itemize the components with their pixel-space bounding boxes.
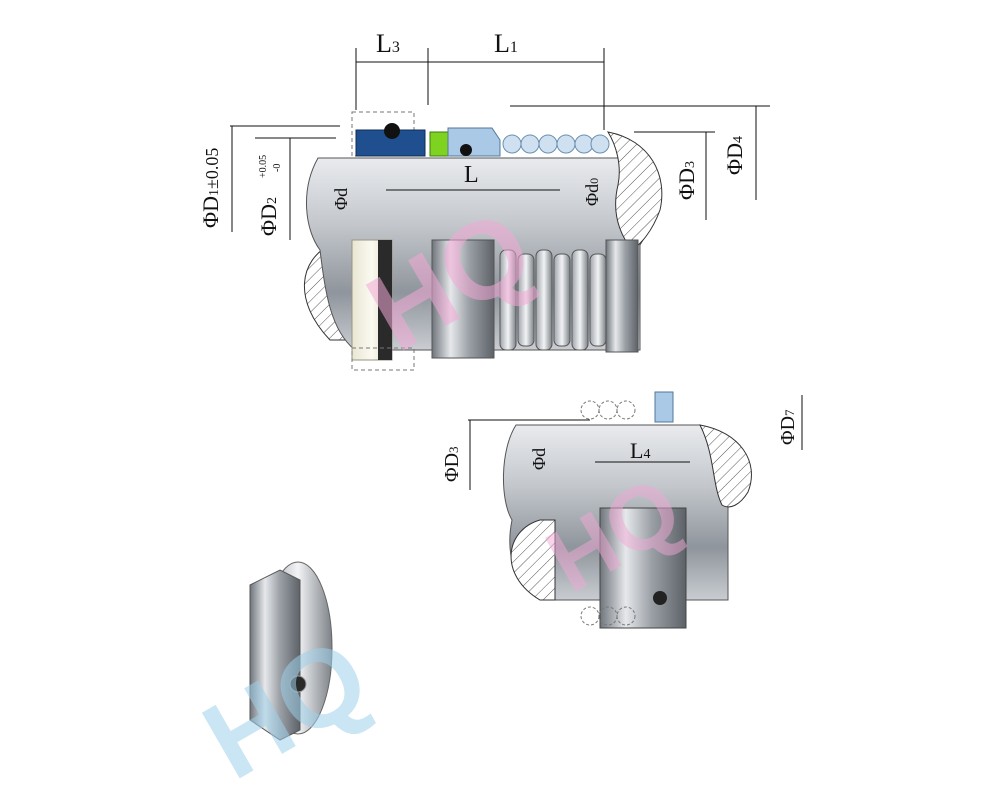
label-phi-d7: ΦD7 <box>777 409 799 445</box>
watermark-blue-render: HQ <box>184 614 388 800</box>
spring-coils-lower <box>499 249 607 351</box>
main-seal-assembly <box>304 111 663 371</box>
seat-dark-band <box>378 240 392 360</box>
render-front-ring <box>249 569 301 741</box>
label-detail-phi-d3: ΦD3 <box>441 446 463 482</box>
stationary-seat-blue <box>355 129 426 157</box>
detail-left-hatched <box>510 519 556 601</box>
seal-product-render <box>249 561 333 741</box>
green-face-ring <box>429 131 449 157</box>
dimension-lines-main <box>230 48 770 240</box>
label-phi-d1: ΦD1±0.05 <box>198 148 223 228</box>
spring-coils-upper <box>502 134 610 154</box>
label-l: L <box>464 162 479 188</box>
label-phi-d0: Φd0 <box>582 178 602 206</box>
label-l3: L3 <box>376 29 400 58</box>
detail-set-screw <box>653 591 667 605</box>
detail-top-blue-pin <box>654 391 674 423</box>
detail-collar <box>599 507 687 629</box>
rotating-ring-lower <box>431 239 495 359</box>
label-phi-d2: ΦD2 <box>256 197 281 236</box>
detail-right-hatched <box>699 424 752 508</box>
label-d2-tol-plus: +0.05 <box>258 155 269 178</box>
detail-seal-view: ΦD3 Φd L4 ΦD7 <box>441 391 803 629</box>
label-phi-d4: ΦD4 <box>722 136 747 175</box>
retainer-collar-lower <box>605 239 639 353</box>
o-ring-rotating <box>460 144 472 156</box>
dimension-labels-main: L3 L1 L Φd Φd0 ΦD1±0.05 ΦD2 +0.05 -0 ΦD3… <box>198 29 747 236</box>
seat-housing-dashed-lower <box>351 347 415 371</box>
detail-dashed-coils-top <box>580 400 636 420</box>
label-l1: L1 <box>494 29 518 58</box>
rotating-face-blue <box>447 127 501 157</box>
render-set-screw <box>289 675 307 693</box>
label-l4: L4 <box>630 438 650 463</box>
o-ring-upper <box>384 123 400 139</box>
label-d2-tol-minus: -0 <box>272 164 283 172</box>
label-phi-d3: ΦD3 <box>674 161 699 200</box>
detail-dashed-coils-bottom <box>580 606 636 626</box>
label-phi-d: Φd <box>331 188 351 210</box>
label-detail-phi-d: Φd <box>529 448 549 470</box>
